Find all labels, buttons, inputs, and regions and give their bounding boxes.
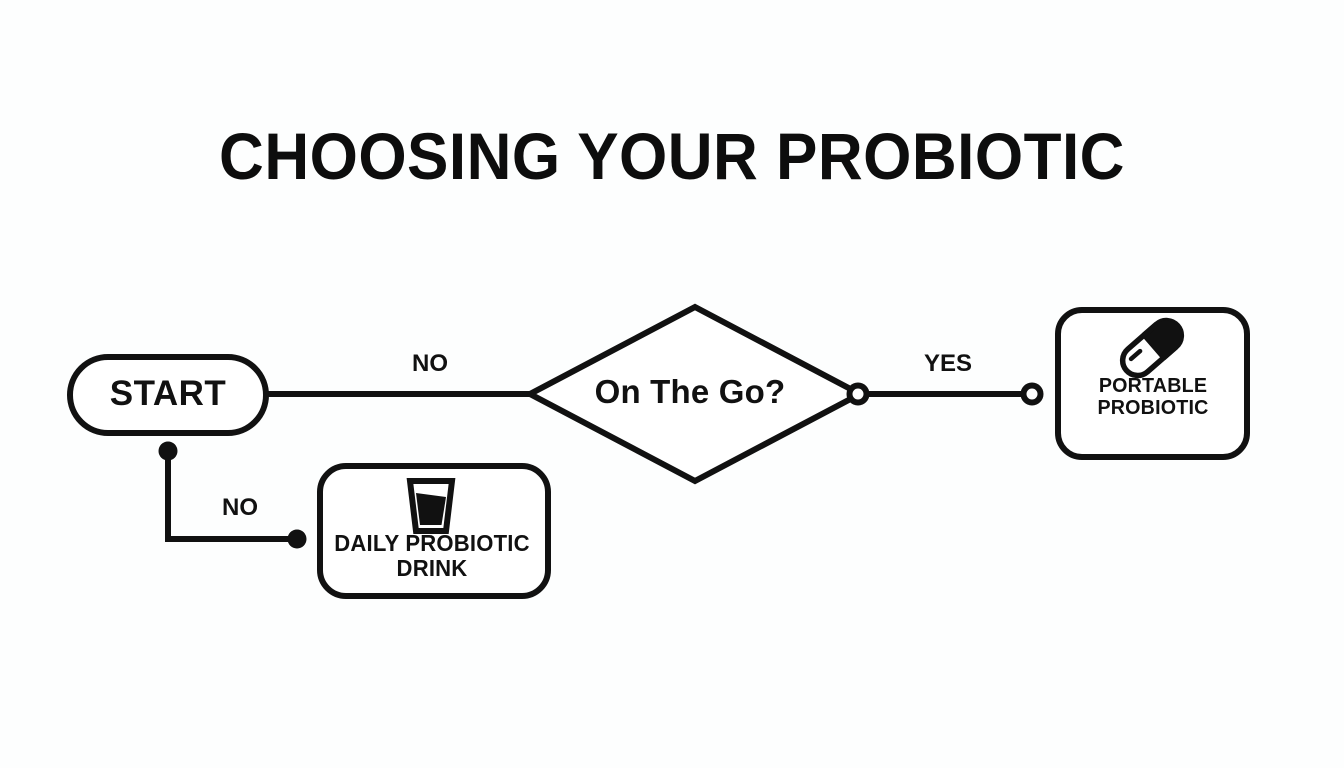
node-portable-label: PORTABLE PROBIOTIC — [1077, 374, 1229, 420]
pill-capsule-icon — [1119, 317, 1185, 379]
node-portable-label-line2: PROBIOTIC — [1097, 396, 1209, 420]
drink-inlet-dot — [287, 529, 307, 549]
decision-outlet-circle — [846, 382, 870, 406]
node-start-label: START — [109, 374, 227, 413]
node-portable-label-line1: PORTABLE — [1098, 374, 1208, 397]
node-daily-drink-label-line2: DRINK — [396, 554, 468, 581]
node-daily-drink-label: DAILY PROBIOTIC DRINK — [317, 531, 547, 581]
start-bottom-dot — [158, 441, 178, 461]
node-decision-label: On The Go? — [594, 373, 786, 410]
edge-start-to-drink — [165, 451, 293, 542]
node-daily-drink-label-line1: DAILY PROBIOTIC — [334, 530, 530, 556]
edge-label-start-to-decision: NO — [412, 350, 448, 377]
page-title: CHOOSING YOUR PROBIOTIC — [219, 119, 1125, 194]
edge-label-decision-to-portable: YES — [923, 350, 973, 377]
portable-inlet-circle — [1020, 382, 1044, 406]
node-decision-shape[interactable] — [523, 303, 867, 485]
edge-label-start-to-drink: NO — [222, 494, 258, 521]
node-portable-shape[interactable] — [1055, 307, 1250, 460]
drinking-glass-icon — [406, 478, 456, 534]
node-start-shape[interactable] — [67, 354, 269, 436]
